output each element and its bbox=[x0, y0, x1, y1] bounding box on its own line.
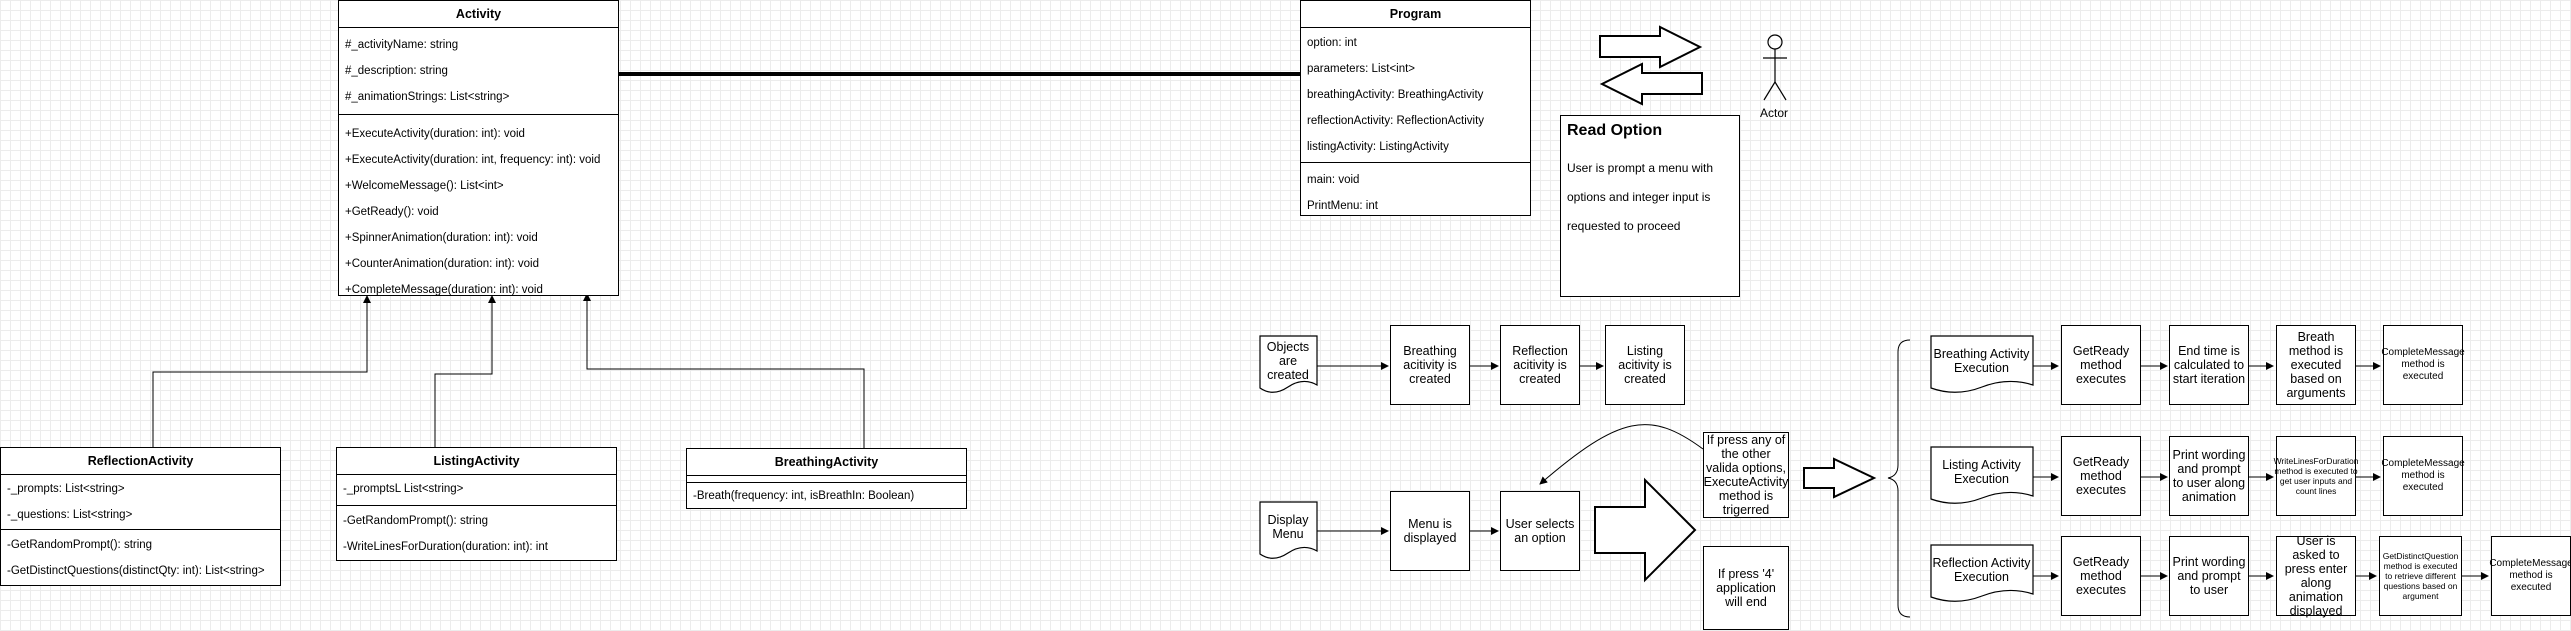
class-name: BreathingActivity bbox=[687, 449, 966, 476]
attribute: -_promptsL List<string> bbox=[343, 483, 464, 495]
attribute: #_animationStrings: List<string> bbox=[345, 91, 510, 103]
medium-block-arrow bbox=[1803, 457, 1877, 499]
class-methods: +ExecuteActivity(duration: int): void +E… bbox=[339, 114, 618, 305]
objects-created-doc[interactable]: Objects are created bbox=[1259, 335, 1318, 395]
curved-arrow bbox=[1539, 424, 1704, 485]
listing-step-getready[interactable]: GetReady method executes bbox=[2061, 436, 2141, 516]
method: +CompleteMessage(duration: int): void bbox=[345, 284, 543, 296]
inheritance-edge-listing bbox=[434, 295, 496, 447]
method: -GetDistinctQuestions(distinctQty: int):… bbox=[7, 565, 265, 577]
class-attributes: -_prompts: List<string> -_questions: Lis… bbox=[1, 475, 280, 529]
display-menu-doc[interactable]: Display Menu bbox=[1259, 501, 1318, 561]
reflection-step-distinct[interactable]: GetDistinctQuestion method is executed t… bbox=[2379, 536, 2462, 616]
note-line: options and integer input is bbox=[1567, 190, 1711, 204]
listing-exec-doc[interactable]: Listing Activity Execution bbox=[1930, 446, 2034, 506]
class-attributes: option: int parameters: List<int> breath… bbox=[1301, 28, 1530, 162]
listing-step-complete[interactable]: CompleteMessage method is executed bbox=[2381, 436, 2465, 516]
breathing-step-breath[interactable]: Breath method is executed based on argum… bbox=[2276, 325, 2356, 405]
listing-step-writelines[interactable]: WriteLinesForDuration method is executed… bbox=[2274, 436, 2358, 516]
activity-class[interactable]: Activity #_activityName: string #_descri… bbox=[338, 0, 619, 296]
method: +ExecuteActivity(duration: int): void bbox=[345, 128, 525, 140]
reflection-created-box[interactable]: Reflection acitivity is created bbox=[1500, 325, 1580, 405]
document-shape bbox=[1930, 446, 2034, 504]
breathing-created-box[interactable]: Breathing acitivity is created bbox=[1390, 325, 1470, 405]
breathing-step-complete[interactable]: CompleteMessage method is executed bbox=[2381, 325, 2465, 405]
document-shape bbox=[1259, 335, 1318, 393]
method: +ExecuteActivity(duration: int, frequenc… bbox=[345, 154, 601, 166]
user-selects-box[interactable]: User selects an option bbox=[1500, 491, 1580, 571]
listing-activity-class[interactable]: ListingActivity -_promptsL List<string> … bbox=[336, 447, 617, 561]
method: -GetRandomPrompt(): string bbox=[343, 515, 489, 527]
menu-displayed-box[interactable]: Menu is displayed bbox=[1390, 491, 1470, 571]
other-options-box[interactable]: If press any of the other valida options… bbox=[1703, 432, 1789, 518]
attribute: -_prompts: List<string> bbox=[7, 483, 125, 495]
class-name: ReflectionActivity bbox=[1, 448, 280, 475]
attribute: #_activityName: string bbox=[345, 39, 459, 51]
method: +CounterAnimation(duration: int): void bbox=[345, 258, 540, 270]
left-block-arrow bbox=[1599, 62, 1703, 106]
curly-brace bbox=[1887, 339, 1911, 618]
method: -Breath(frequency: int, isBreathIn: Bool… bbox=[693, 490, 915, 502]
attribute: -_questions: List<string> bbox=[7, 509, 133, 521]
method: PrintMenu: int bbox=[1307, 200, 1378, 212]
class-attributes: #_activityName: string #_description: st… bbox=[339, 28, 618, 114]
listing-step-print[interactable]: Print wording and prompt to user along a… bbox=[2169, 436, 2249, 516]
attribute: reflectionActivity: ReflectionActivity bbox=[1307, 115, 1485, 127]
attribute: #_description: string bbox=[345, 65, 448, 77]
document-shape bbox=[1930, 335, 2034, 393]
doc-label: Objects are created bbox=[1266, 339, 1310, 382]
class-methods: main: void PrintMenu: int bbox=[1301, 162, 1530, 221]
class-methods: -GetRandomPrompt(): string -WriteLinesFo… bbox=[337, 505, 616, 562]
reflection-step-complete[interactable]: CompleteMessage method is executed bbox=[2489, 536, 2571, 616]
doc-label: Breathing Activity Execution bbox=[1933, 346, 2030, 375]
right-block-arrow bbox=[1599, 25, 1703, 69]
breathing-activity-class[interactable]: BreathingActivity -Breath(frequency: int… bbox=[686, 448, 967, 509]
reflection-exec-doc[interactable]: Reflection Activity Execution bbox=[1930, 544, 2034, 604]
inheritance-edge-reflection bbox=[152, 295, 371, 447]
attribute: breathingActivity: BreathingActivity bbox=[1307, 89, 1484, 101]
method: +SpinnerAnimation(duration: int): void bbox=[345, 232, 538, 244]
class-methods: -GetRandomPrompt(): string -GetDistinctQ… bbox=[1, 529, 280, 586]
class-name: Program bbox=[1301, 1, 1530, 28]
breathing-exec-doc[interactable]: Breathing Activity Execution bbox=[1930, 335, 2034, 395]
attribute: listingActivity: ListingActivity bbox=[1307, 141, 1449, 153]
read-option-note[interactable]: Read Option User is prompt a menu with o… bbox=[1560, 115, 1740, 297]
class-attributes: -_promptsL List<string> bbox=[337, 475, 616, 505]
method: -GetRandomPrompt(): string bbox=[7, 539, 153, 551]
note-title: Read Option bbox=[1567, 122, 1663, 139]
doc-label: Display Menu bbox=[1267, 512, 1309, 541]
doc-label: Reflection Activity Execution bbox=[1932, 555, 2031, 584]
actor-label: Actor bbox=[1760, 106, 1789, 120]
big-block-arrow bbox=[1594, 477, 1697, 583]
method: main: void bbox=[1307, 174, 1360, 186]
reflection-step-getready[interactable]: GetReady method executes bbox=[2061, 536, 2141, 616]
method: +GetReady(): void bbox=[345, 206, 439, 218]
method: -WriteLinesForDuration(duration: int): i… bbox=[343, 541, 548, 553]
method: +WelcomeMessage(): List<int> bbox=[345, 180, 504, 192]
attribute: parameters: List<int> bbox=[1307, 63, 1416, 75]
document-shape bbox=[1930, 544, 2034, 602]
inheritance-edge-breathing bbox=[583, 293, 865, 448]
actor-figure bbox=[1763, 34, 1787, 101]
reflection-activity-class[interactable]: ReflectionActivity -_prompts: List<strin… bbox=[0, 447, 281, 586]
class-name: Activity bbox=[339, 1, 618, 28]
breathing-step-getready[interactable]: GetReady method executes bbox=[2061, 325, 2141, 405]
note-line: requested to proceed bbox=[1567, 219, 1681, 233]
document-shape bbox=[1259, 501, 1318, 559]
class-methods: -Breath(frequency: int, isBreathIn: Bool… bbox=[687, 482, 966, 510]
breathing-step-endtime[interactable]: End time is calculated to start iteratio… bbox=[2169, 325, 2249, 405]
attribute: option: int bbox=[1307, 37, 1357, 49]
reflection-step-press-enter[interactable]: User is asked to press enter along anima… bbox=[2276, 534, 2356, 618]
reflection-step-print[interactable]: Print wording and prompt to user bbox=[2169, 536, 2249, 616]
doc-label: Listing Activity Execution bbox=[1942, 457, 2021, 486]
class-name: ListingActivity bbox=[337, 448, 616, 475]
listing-created-box[interactable]: Listing acitivity is created bbox=[1605, 325, 1685, 405]
note-line: User is prompt a menu with bbox=[1567, 161, 1714, 175]
press-4-box[interactable]: If press '4' application will end bbox=[1703, 546, 1789, 630]
program-class[interactable]: Program option: int parameters: List<int… bbox=[1300, 0, 1531, 216]
note-body: User is prompt a menu with options and i… bbox=[1567, 154, 1733, 241]
